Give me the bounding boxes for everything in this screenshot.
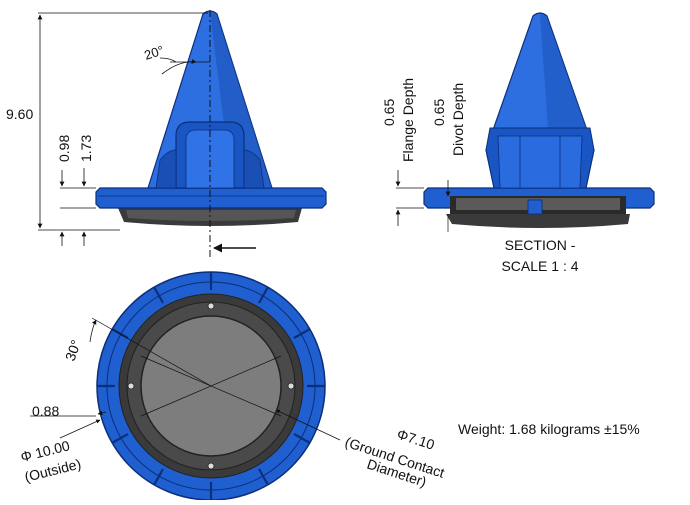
front-flange <box>95 187 327 209</box>
bottom-ribs <box>97 272 325 500</box>
front-view: 20° 9.60 0.98 1.73 <box>6 10 327 258</box>
bottom-angle-label: 30° <box>62 338 84 363</box>
bottom-rim-label: 0.88 <box>32 403 59 419</box>
section-view: 0.65 Flange Depth 0.65 Divot Depth SECTI… <box>381 12 655 274</box>
front-base-label: 1.73 <box>78 135 94 162</box>
weight-label: Weight: 1.68 kilograms ±15% <box>458 421 640 437</box>
flange-depth-value: 0.65 <box>381 99 397 126</box>
bottom-view: 30° 0.88 Φ 10.00 (Outside) Φ7.10 (Ground… <box>19 271 447 501</box>
divot-depth-label: Divot Depth <box>450 83 466 156</box>
front-angle-label: 20° <box>142 43 165 63</box>
divot-depth-value: 0.65 <box>431 99 447 126</box>
flange-depth-label: Flange Depth <box>400 78 416 162</box>
front-flange-label: 0.98 <box>56 135 72 162</box>
section-caption-1: SECTION - <box>505 237 576 253</box>
bottom-screws <box>127 302 295 470</box>
front-height-label: 9.60 <box>6 106 33 122</box>
contact-diameter-label: Φ7.10 <box>395 426 437 453</box>
section-caption-2: SCALE 1 : 4 <box>501 258 578 274</box>
